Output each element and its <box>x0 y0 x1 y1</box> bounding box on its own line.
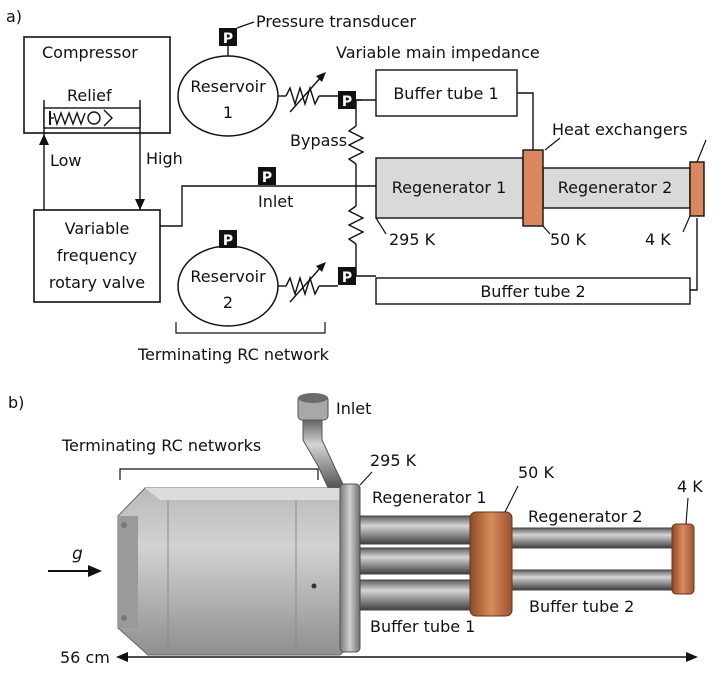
buffer-tube-1-photo <box>359 547 477 575</box>
p-badge-top <box>338 91 356 109</box>
inlet-photo-label: Inlet <box>336 399 371 418</box>
temp-4k: 4 K <box>645 230 671 249</box>
gravity-arrow-head <box>88 565 102 577</box>
low-label: Low <box>50 151 82 170</box>
temp-50k-photo: 50 K <box>518 463 554 482</box>
t4-pointer <box>682 215 691 233</box>
p-badge-top-text: P <box>342 94 352 110</box>
flange-295k <box>339 483 361 653</box>
temp-4k-photo: 4 K <box>677 477 703 496</box>
variable-impedance-1 <box>278 75 338 113</box>
rc-network-bracket <box>175 322 326 334</box>
temp-295k: 295 K <box>389 230 436 249</box>
p-badge-bottom-text: P <box>342 270 352 286</box>
valve-line-1: Variable <box>65 219 130 238</box>
reservoir-1 <box>177 55 279 137</box>
regenerator-2-tube <box>509 527 687 549</box>
relief-label: Relief <box>67 86 112 105</box>
p-badge-inlet <box>258 167 276 185</box>
p-badge-reservoir-1 <box>219 28 237 46</box>
heat-exchanger-50k <box>522 149 544 227</box>
housing-photo <box>117 487 357 656</box>
t4-photo-pointer <box>685 497 689 525</box>
p-badge-inlet-text: P <box>262 170 272 186</box>
p-badge-reservoir-2-text: P <box>223 233 233 249</box>
reservoir-1-label: Reservoir <box>190 77 266 96</box>
inlet-label: Inlet <box>258 192 293 211</box>
reservoir-2-label: Reservoir <box>190 267 266 286</box>
compressor-label: Compressor <box>42 43 138 62</box>
compressor-box <box>23 36 171 134</box>
pressure-transducer-label: Pressure transducer <box>256 12 416 31</box>
p-badge-bottom <box>338 267 356 285</box>
terminating-rc-network-label: Terminating RC network <box>137 345 330 364</box>
buffer-tube-1-lower <box>359 579 473 611</box>
temp-50k: 50 K <box>550 230 586 249</box>
pressure-transducer-pointer <box>236 21 255 29</box>
length-arrow-left <box>116 652 128 662</box>
length-arrow-right <box>686 652 698 662</box>
p-badge-reservoir-1-text: P <box>223 31 233 47</box>
copper-end-4k <box>671 523 695 595</box>
reservoir-1-number: 1 <box>223 103 233 122</box>
buffer-tube-2 <box>375 277 691 305</box>
heat-exchanger-pointer-1 <box>544 137 561 151</box>
inlet-pipe-photo <box>297 393 347 495</box>
impedance-1-arrow <box>316 72 326 82</box>
valve-line-3: rotary valve <box>49 273 145 292</box>
heat-exchanger-pointer-2 <box>696 139 707 163</box>
buffer-1-return <box>517 92 534 150</box>
valve-line-2: frequency <box>57 246 137 265</box>
low-arrow <box>39 134 49 145</box>
panel-b-label: b) <box>8 393 24 412</box>
reservoir-2 <box>177 245 279 327</box>
regenerator-2-photo-label: Regenerator 2 <box>528 507 643 526</box>
t295-pointer <box>375 217 387 235</box>
rotary-valve-box <box>33 209 161 303</box>
t50-pointer <box>542 225 551 235</box>
copper-flange-50k <box>469 511 513 617</box>
temp-295k-photo: 295 K <box>370 451 417 470</box>
inlet-line <box>160 185 376 227</box>
high-arrow <box>135 199 145 210</box>
heat-exchangers-label: Heat exchangers <box>552 120 688 139</box>
regenerator-1-tube <box>359 515 479 545</box>
impedance-2-arrow <box>316 262 326 272</box>
regenerator-1-photo-label: Regenerator 1 <box>372 488 487 507</box>
panel-b: b) Inlet Terminating RC networks 295 K <box>8 393 703 667</box>
relief-valve-symbol <box>43 100 141 134</box>
length-label: 56 cm <box>60 648 110 667</box>
buffer-tube-2-label: Buffer tube 2 <box>480 282 585 301</box>
t295-photo-pointer <box>359 471 373 486</box>
regenerator-1-label: Regenerator 1 <box>392 178 507 197</box>
high-label: High <box>146 149 183 168</box>
regenerator-2 <box>542 167 691 209</box>
heat-exchanger-4k <box>689 161 705 217</box>
regenerator-2-label: Regenerator 2 <box>558 178 673 197</box>
buffer-2-return <box>690 218 698 291</box>
buffer-tube-2-photo <box>499 569 681 591</box>
gravity-label: g <box>72 544 83 564</box>
bypass-label: Bypass <box>290 131 347 150</box>
buffer-tube-2-photo-label: Buffer tube 2 <box>529 597 634 616</box>
buffer-tube-1-photo-label: Buffer tube 1 <box>370 617 475 636</box>
buffer-tube-1 <box>375 69 518 117</box>
bypass-resistor <box>347 99 365 276</box>
variable-impedance-label: Variable main impedance <box>336 43 540 62</box>
variable-impedance-2 <box>278 265 338 303</box>
rc-networks-bracket <box>119 468 319 480</box>
t50-photo-pointer <box>504 485 519 513</box>
p-badge-reservoir-2 <box>219 230 237 248</box>
panel-a: a) Compressor Relief Low High Variable f… <box>6 7 707 364</box>
buffer-tube-1-label: Buffer tube 1 <box>393 84 498 103</box>
panel-a-label: a) <box>6 7 22 26</box>
reservoir-2-number: 2 <box>223 293 233 312</box>
terminating-rc-networks-label: Terminating RC networks <box>61 436 261 455</box>
